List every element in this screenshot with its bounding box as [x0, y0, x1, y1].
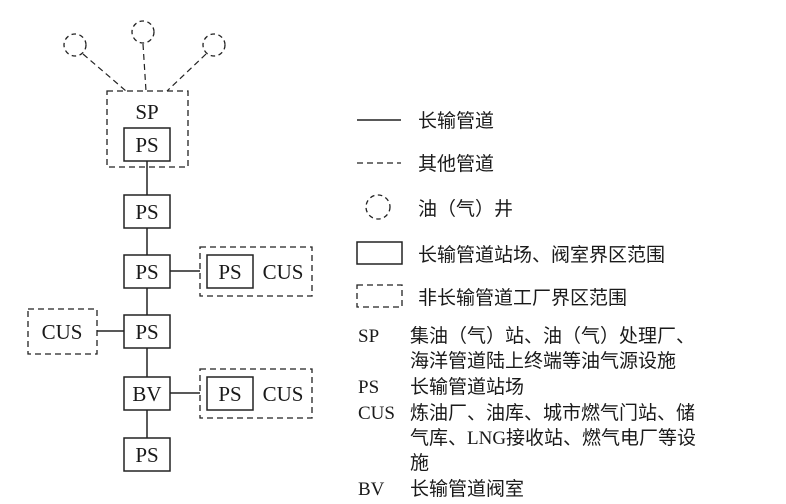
cus-label: CUS: [263, 382, 304, 406]
abbr-description: 长输管道站场: [410, 377, 525, 398]
ps-label: PS: [135, 133, 158, 157]
legend-label: 其他管道: [418, 154, 495, 175]
cus-boundary-box: [199, 246, 313, 297]
abbr-description: 炼油厂、油库、城市燃气门站、储气库、LNG接收站、燃气电厂等设施: [410, 403, 697, 474]
legend-item-plant-boundary: 非长输管道工厂界区范围: [356, 282, 627, 310]
ps-label: PS: [135, 320, 158, 344]
oil-gas-well-icon: [202, 33, 226, 57]
ps-label: PS: [135, 443, 158, 467]
well-connection-line: [142, 43, 147, 92]
definition-cus: CUS 炼油厂、油库、城市燃气门站、储气库、LNG接收站、燃气电厂等设施: [358, 401, 710, 476]
ps-station-box: [206, 254, 254, 289]
legend-label: 非长输管道工厂界区范围: [418, 287, 628, 309]
ps-label: PS: [218, 382, 241, 406]
solid-rect-icon: [356, 239, 408, 267]
well-connection-line: [166, 53, 207, 92]
cus-label: CUS: [42, 320, 83, 344]
ps-station-box: [123, 437, 171, 472]
legend-item-well: 油（气）井: [356, 191, 513, 223]
definition-ps: PS 长输管道站场: [358, 375, 710, 400]
ps-station-box: [206, 376, 254, 411]
sp-label: SP: [135, 100, 158, 124]
cus-boundary-box: [199, 368, 313, 419]
dashed-rect-icon: [356, 282, 408, 310]
ps-label: PS: [135, 200, 158, 224]
abbr-description: 长输管道阀室: [410, 479, 525, 500]
cus-label: CUS: [263, 260, 304, 284]
cus-boundary-box: [27, 308, 98, 355]
abbr-label: SP: [358, 326, 380, 347]
legend-label: 油（气）井: [418, 198, 514, 220]
legend-label: 长输管道: [418, 111, 495, 132]
abbreviation-definitions: SP 集油（气）站、油（气）处理厂、海洋管道陆上终端等油气源设施 PS 长输管道…: [358, 324, 710, 503]
well-circle-icon: [356, 191, 408, 223]
ps-label: PS: [218, 260, 241, 284]
oil-gas-well-icon: [131, 20, 155, 44]
abbr-label: BV: [358, 479, 385, 500]
legend-item-station-boundary: 长输管道站场、阀室界区范围: [356, 239, 665, 267]
ps-label: PS: [135, 260, 158, 284]
sp-boundary-box: [106, 90, 189, 168]
definition-sp: SP 集油（气）站、油（气）处理厂、海洋管道陆上终端等油气源设施: [358, 324, 710, 374]
solid-line-icon: [356, 110, 408, 130]
well-connection-line: [82, 53, 127, 92]
abbr-label: CUS: [358, 403, 395, 424]
legend-item-main-pipeline: 长输管道: [356, 106, 494, 133]
bv-label: BV: [132, 382, 161, 406]
abbr-description: 集油（气）站、油（气）处理厂、海洋管道陆上终端等油气源设施: [410, 326, 696, 372]
legend-item-other-pipeline: 其他管道: [356, 149, 494, 176]
oil-gas-well-icon: [63, 33, 87, 57]
abbr-label: PS: [358, 377, 380, 398]
dashed-line-icon: [356, 153, 408, 173]
definition-bv: BV 长输管道阀室: [358, 477, 710, 502]
pipeline-flow-diagram: SP PS PS PS PS CUS PS CUS BV PS CUS: [27, 20, 313, 472]
legend-label: 长输管道站场、阀室界区范围: [418, 244, 666, 266]
